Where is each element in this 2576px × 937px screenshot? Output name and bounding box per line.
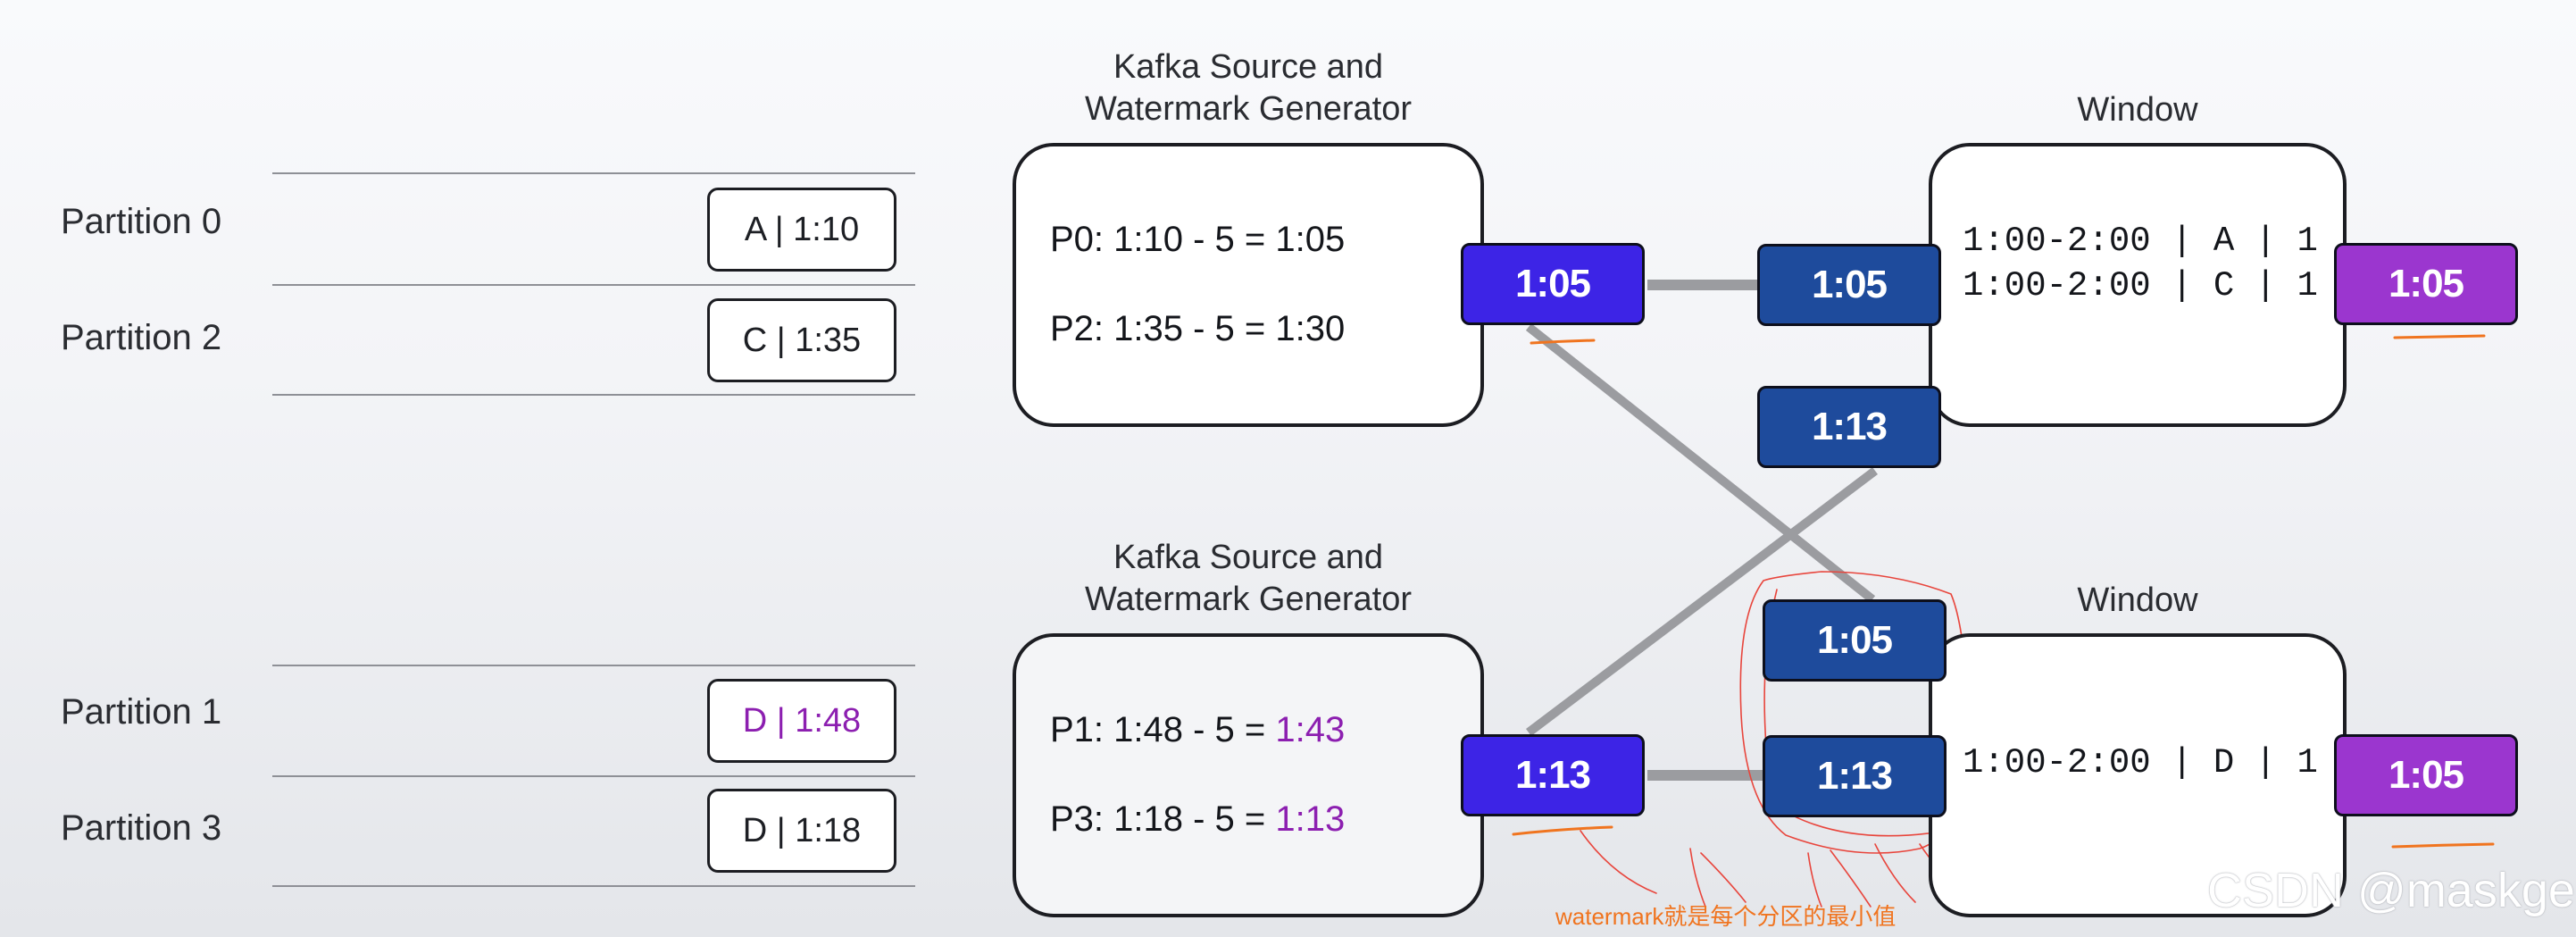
watermark-calc-line: P3: 1:18 - 5 = 1:13 [1050,799,1345,840]
partition-divider [272,775,915,777]
calc-value: 1:43 [1275,710,1346,749]
site-watermark: CSDN @maskge [2207,864,2575,917]
partition-label: Partition 2 [61,318,222,357]
partition-divider [272,284,915,286]
partition-divider [272,172,915,174]
source2-wm-underline-mark [1512,825,1613,836]
window-output-watermark: 1:05 [2334,243,2518,325]
source-title: Kafka Source and Watermark Generator [1084,48,1413,128]
window-input-watermark: 1:13 [1757,386,1941,468]
window-input-watermark: 1:05 [1763,599,1947,682]
source1-wm-underline-mark [1530,339,1596,345]
watermark-calc-line: P2: 1:35 - 5 = 1:30 [1050,309,1345,349]
partition-divider [272,665,915,666]
window-row: 1:00-2:00 | A | 1 [1963,222,2318,261]
window-operator-box [1929,143,2347,427]
event-box: C | 1:35 [707,298,896,382]
calc-prefix: P3: 1:18 - 5 = [1050,799,1276,839]
source-output-watermark: 1:05 [1461,243,1645,325]
window2-out-underline-mark [2391,842,2495,849]
calc-prefix: P1: 1:48 - 5 = [1050,710,1276,749]
watermark-calc-line: P1: 1:48 - 5 = 1:43 [1050,710,1345,750]
calc-prefix: P0: 1:10 - 5 = [1050,220,1276,259]
connector-source1-window2 [1525,323,1876,603]
calc-value: 1:05 [1275,220,1346,259]
partition-label: Partition 0 [61,202,222,241]
calc-value: 1:13 [1275,799,1346,839]
event-box-late: D | 1:48 [707,679,896,763]
window-title: Window [2077,581,2198,619]
window-input-watermark: 1:05 [1757,244,1941,326]
event-box: D | 1:18 [707,789,896,873]
partition-divider [272,394,915,396]
partition-label: Partition 3 [61,808,222,848]
source-operator-box [1013,143,1484,427]
window1-out-underline-mark [2393,334,2486,339]
window-output-watermark: 1:05 [2334,734,2518,816]
annotation-note: watermark就是每个分区的最小值 [1555,903,1897,930]
calc-value: 1:30 [1275,309,1346,348]
partition-label: Partition 1 [61,692,222,732]
source-title: Kafka Source and Watermark Generator [1084,539,1413,618]
window-input-watermark: 1:13 [1763,735,1947,817]
window-row: 1:00-2:00 | D | 1 [1963,743,2318,782]
watermark-calc-line: P0: 1:10 - 5 = 1:05 [1050,220,1345,260]
source-output-watermark: 1:13 [1461,734,1645,816]
window-operator-box [1929,633,2347,917]
calc-prefix: P2: 1:35 - 5 = [1050,309,1276,348]
event-box: A | 1:10 [707,188,896,272]
source-operator-box [1013,633,1484,917]
partition-divider [272,885,915,887]
window-title: Window [2077,91,2198,129]
connector-source2-window1 [1525,467,1879,736]
window-row: 1:00-2:00 | C | 1 [1963,266,2318,305]
